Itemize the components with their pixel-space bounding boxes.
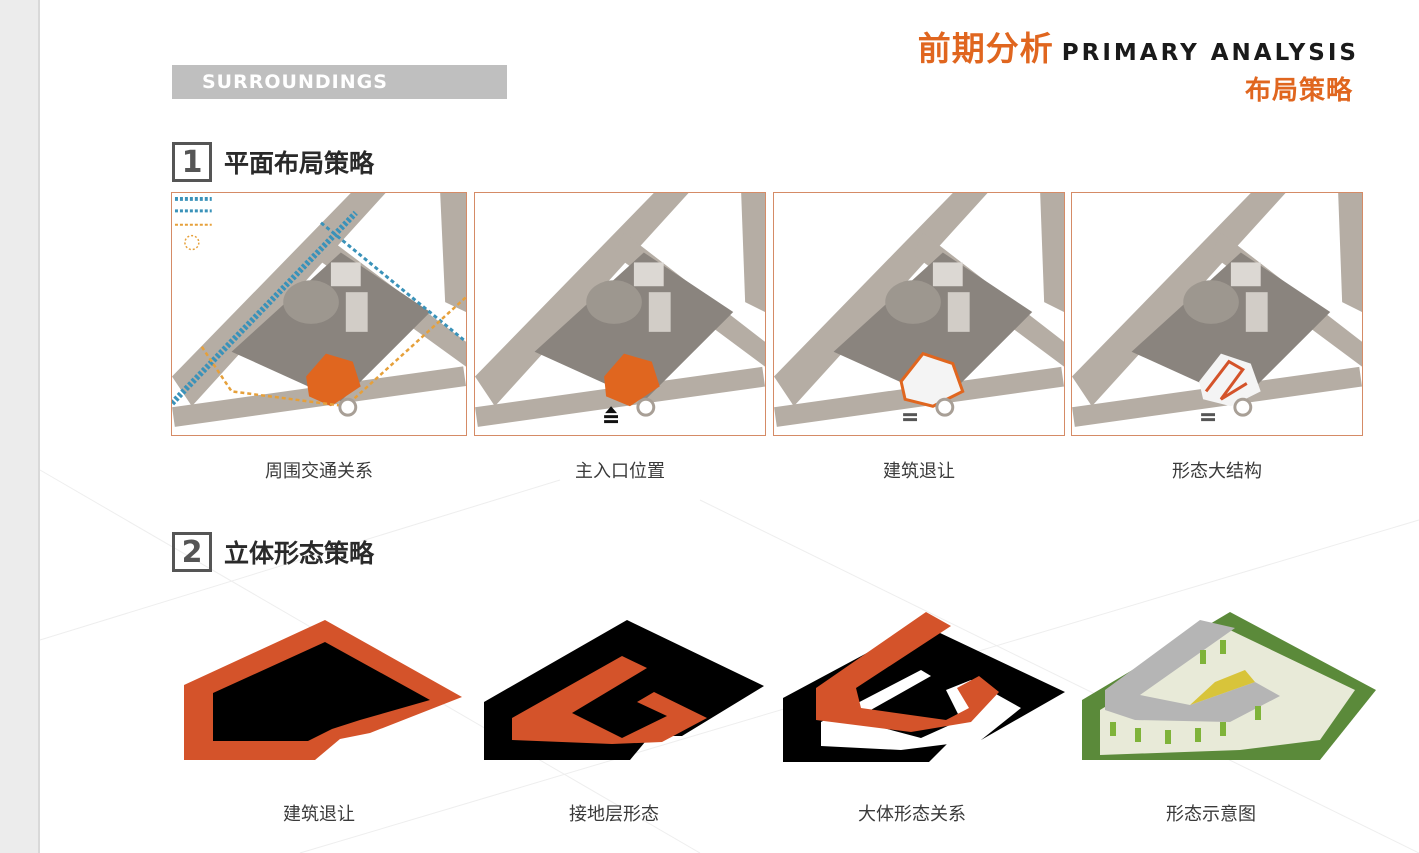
roundabout [636,397,656,417]
roundabout [935,397,955,417]
entrance-arrow-icon [604,406,619,424]
caption-mass-setback: 建筑退让 [283,804,355,825]
surroundings-tag: SURROUNDINGS [172,65,507,99]
page-subtitle: 布局策略 [1244,76,1353,106]
campus-blocks [534,252,734,402]
section-2-title: 立体形态策略 [224,539,375,568]
mass-ground-floor [484,620,764,760]
page-title: 前期分析 PRIMARY ANALYSIS [918,22,1359,70]
site-area [1199,353,1261,407]
mass-setback [184,620,462,760]
caption-traffic: 周围交通关系 [265,461,373,482]
traffic-lines [172,210,466,408]
site-highlight [306,353,361,407]
mass-volume-relation [783,612,1065,762]
campus-blocks [1131,252,1331,402]
legend-marks [174,196,212,251]
section-1-number: 1 [172,142,212,182]
roundabout [338,397,358,417]
campus-blocks [231,252,431,402]
campus-blocks [833,252,1033,402]
roundabout [1233,397,1253,417]
plan-panel-traffic [171,192,467,436]
caption-mass-ground-floor: 接地层形态 [569,804,659,825]
form-structure-line [1204,359,1248,401]
plan-panel-setback [773,192,1065,436]
section-1-header: 1 平面布局策略 [172,142,374,182]
caption-setback: 建筑退让 [883,461,955,482]
setback-outline [899,351,965,408]
section-1-title: 平面布局策略 [224,149,375,178]
plan-panel-structure [1071,192,1363,436]
entrance-mark-icon [1201,413,1216,422]
caption-entrance: 主入口位置 [575,461,665,482]
page-title-cn: 前期分析 [917,29,1054,68]
mass-render [1082,612,1376,760]
left-binding-strip [0,0,40,853]
facade-greenery [1110,640,1261,744]
caption-mass-render: 形态示意图 [1166,804,1256,825]
section-2-header: 2 立体形态策略 [172,532,374,572]
section-2-number: 2 [172,532,212,572]
caption-structure: 形态大结构 [1172,461,1262,482]
entrance-mark-icon [903,413,918,422]
caption-mass-volume: 大体形态关系 [858,804,966,825]
page-title-en: PRIMARY ANALYSIS [1061,40,1359,66]
plan-panel-entrance [474,192,766,436]
site-highlight [604,353,660,407]
